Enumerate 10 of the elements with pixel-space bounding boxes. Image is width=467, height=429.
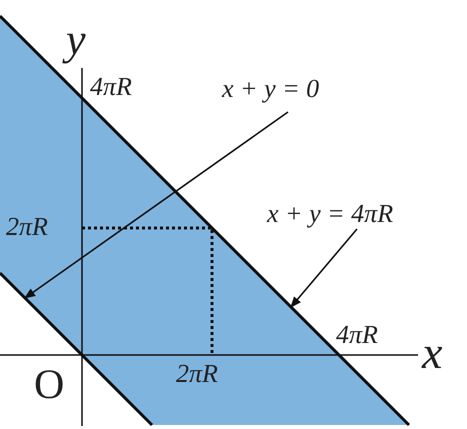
leader-arrow — [290, 228, 358, 308]
leader-arrow — [24, 111, 288, 299]
equation-label: x + y = 4πR — [267, 201, 394, 227]
axis-label: 4πR — [336, 322, 378, 348]
axis-label: x — [422, 330, 442, 376]
axis-label: 4πR — [90, 74, 132, 100]
axis-label: 2πR — [176, 361, 218, 387]
axis-label: 2πR — [6, 214, 48, 240]
axis-label: O — [34, 364, 64, 406]
equation-label: x + y = 0 — [222, 76, 320, 102]
